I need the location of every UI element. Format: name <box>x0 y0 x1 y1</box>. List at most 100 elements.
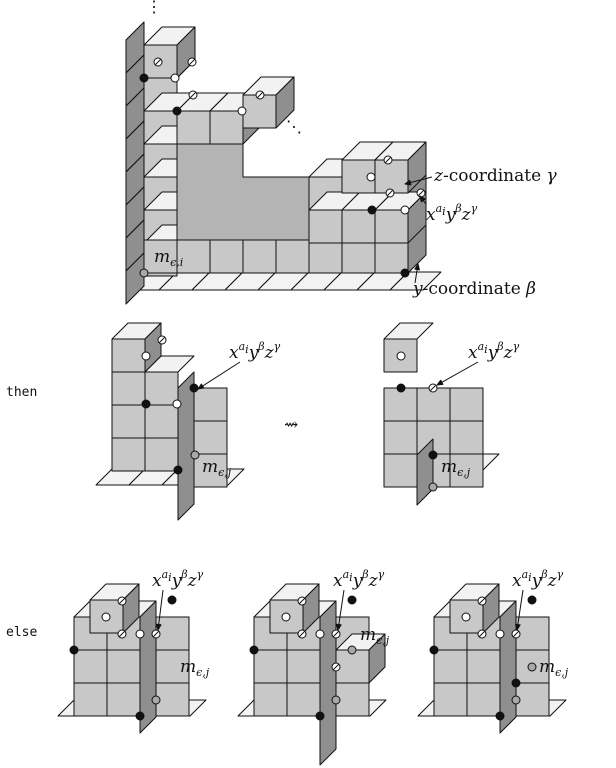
else-1-dot-7 <box>167 595 177 605</box>
else-1-cube-2-0-front <box>73 682 108 717</box>
then-left-cube-2-0-front <box>111 437 146 472</box>
then-right-leader <box>436 361 479 386</box>
y-coordinate-label: y-coordinate β <box>412 279 536 299</box>
else-3-dot-2-cross <box>478 597 486 605</box>
else-1-dot-1 <box>101 612 111 622</box>
monomial-label-then-left: xaiyβzγ <box>229 340 281 363</box>
then-left-right-col-1-front <box>193 420 228 455</box>
else-2-dot-11 <box>347 645 357 655</box>
top-dot-11-cross <box>386 189 394 197</box>
top-dot-15 <box>139 268 149 278</box>
else-3-dot-1 <box>461 612 471 622</box>
top-bottom-row-2-front <box>209 239 244 274</box>
else-3-cube-2-1-front <box>466 682 501 717</box>
top-dot-16 <box>400 268 410 278</box>
else-3-right-2-front <box>515 682 550 717</box>
then-keyword: then <box>6 385 37 400</box>
z-coordinate-label: z-coordinate γ <box>433 166 558 186</box>
monomial-label-then-right: xaiyβzγ <box>468 340 520 363</box>
top-dot-8-cross <box>256 91 264 99</box>
then-right-dot-1 <box>396 351 406 361</box>
else-keyword: else <box>6 625 37 640</box>
then-left-dot-7 <box>190 450 200 460</box>
else-2-dot-2-cross <box>298 597 306 605</box>
else-2-cube-1-1-front <box>286 649 321 684</box>
then-left-wall <box>177 371 195 521</box>
else-3-dot-7 <box>527 595 537 605</box>
else-1-leader <box>157 589 164 631</box>
then-left-right-col-2-front <box>193 453 228 488</box>
then-right-cube-0-2-front <box>449 387 484 422</box>
then-left-cube-0-0-front <box>111 371 146 406</box>
top-bottom-row-3-front <box>242 239 277 274</box>
else-1-dot-5 <box>135 629 145 639</box>
then-left-cube-1-0-front <box>111 404 146 439</box>
top-dot-3 <box>170 73 180 83</box>
then-left-cap-front <box>111 338 146 373</box>
else-2-dot-8 <box>315 711 325 721</box>
then-left-leader-head <box>197 383 205 390</box>
else-2-leader <box>337 589 345 631</box>
else-3-dot-12 <box>511 678 521 688</box>
else-2-cube-1-0-front <box>253 649 288 684</box>
leader-lines-layer <box>155 176 524 631</box>
monomial-label-else-3: xaiyβzγ <box>512 568 564 591</box>
else-3-dot-4-cross <box>478 630 486 638</box>
else-2-dot-9 <box>331 695 341 705</box>
else-3-dot-8 <box>495 711 505 721</box>
top-dot-13 <box>400 205 410 215</box>
else-3-leader <box>516 589 524 631</box>
vertical-dots: ⋮ <box>146 0 162 16</box>
else-3-dot-9 <box>511 695 521 705</box>
else-3-dot-13 <box>527 662 537 672</box>
leadsto-arrow: ⇝ <box>284 415 298 435</box>
then-left-dot-5 <box>189 383 199 393</box>
else-1-right-2-front <box>155 682 190 717</box>
else-1-dot-8 <box>135 711 145 721</box>
top-dot-12 <box>367 205 377 215</box>
then-right-dot-5 <box>428 482 438 492</box>
then-left-dot-1 <box>141 351 151 361</box>
monomial-label-else-1: xaiyβzγ <box>152 568 204 591</box>
else-2-dot-6-cross <box>332 630 340 638</box>
else-3-dot-5 <box>495 629 505 639</box>
else-2-wall <box>319 600 337 766</box>
then-left-dot-6 <box>173 465 183 475</box>
diagonal-dots: ⋱ <box>286 117 302 136</box>
else-1-dot-6-cross <box>152 630 160 638</box>
else-1-cube-2-1-front <box>106 682 141 717</box>
m-epsilon-j-else-1: mϵ,j <box>180 657 210 679</box>
else-2-leader-head <box>336 623 342 631</box>
top-dot-10-cross <box>384 156 392 164</box>
then-right-dot-3-cross <box>429 384 437 392</box>
else-2-dot-7 <box>347 595 357 605</box>
then-right-cube-1-2-front <box>449 420 484 455</box>
m-epsilon-i-label: mϵ,i <box>154 247 183 269</box>
top-right-block-1-2-front <box>374 209 409 244</box>
else-2-cube-2-0-front <box>253 682 288 717</box>
top-dot-6-cross <box>189 91 197 99</box>
top-dot-2 <box>139 73 149 83</box>
top-bottom-row-7-front <box>374 239 409 274</box>
top-right-block-1-1-front <box>341 209 376 244</box>
else-2-dot-1 <box>281 612 291 622</box>
then-right-cube-1-0-front <box>383 420 418 455</box>
top-dot-5 <box>172 106 182 116</box>
then-right-cube-2-0-front <box>383 453 418 488</box>
else-2-cube-2-1-front <box>286 682 321 717</box>
top-dot-9 <box>366 172 376 182</box>
then-left-dot-2-cross <box>158 336 166 344</box>
top-step-3-front <box>242 94 277 129</box>
else-1-dot-3 <box>69 645 79 655</box>
top-dot-4-cross <box>188 58 196 66</box>
top-back-wall-7 <box>125 252 145 305</box>
else-2-right-2-front <box>335 682 370 717</box>
else-3-right-0-front <box>515 616 550 651</box>
then-left-cube-0-1-front <box>144 371 179 406</box>
top-bottom-row-0-front <box>143 239 178 274</box>
else-1-leader-head <box>155 623 162 631</box>
blocks-layer <box>73 21 550 766</box>
else-3-leader-head <box>515 623 521 631</box>
else-1-dot-2-cross <box>118 597 126 605</box>
